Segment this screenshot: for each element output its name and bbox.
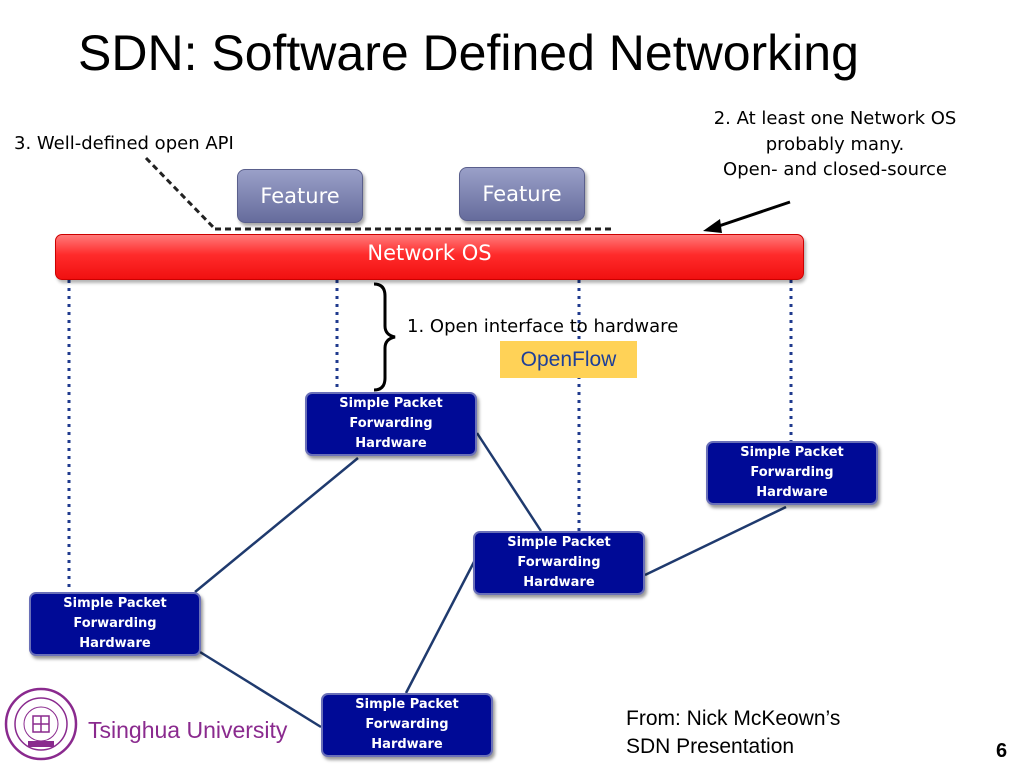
switch-label-line: Forwarding [73, 616, 157, 631]
network-os-annotation: 2. At least one Network OS probably many… [670, 106, 1000, 183]
api-pointer-line [144, 156, 217, 231]
switch-label-line: Simple Packet [339, 396, 443, 411]
switch-label-line: Forwarding [750, 465, 834, 480]
forwarding-hardware-node: Simple Packet Forwarding Hardware [706, 441, 878, 505]
feature-box: Feature [237, 169, 363, 223]
switch-label-line: Simple Packet [355, 697, 459, 712]
switch-label-line: Hardware [371, 737, 443, 752]
network-os-bar: Network OS [55, 234, 804, 280]
switch-label-line: Simple Packet [63, 596, 167, 611]
forwarding-hardware-node: Simple Packet Forwarding Hardware [473, 531, 645, 595]
network-os-annotation-line: Open- and closed-source [723, 159, 947, 181]
network-os-label: Network OS [367, 241, 492, 265]
switch-label-line: Hardware [79, 636, 151, 651]
forwarding-hardware-node: Simple Packet Forwarding Hardware [321, 693, 493, 757]
data-link [194, 457, 359, 593]
data-link [644, 505, 787, 577]
switch-label-line: Simple Packet [507, 535, 611, 550]
source-credit: From: Nick McKeown’s SDN Presentation [626, 705, 840, 761]
feature-box: Feature [459, 167, 585, 221]
api-annotation: 3. Well-defined open API [14, 133, 234, 154]
forwarding-hardware-node: Simple Packet Forwarding Hardware [305, 392, 477, 456]
source-credit-line: From: Nick McKeown’s [626, 707, 841, 730]
forwarding-hardware-node: Simple Packet Forwarding Hardware [29, 592, 201, 656]
switch-label-line: Forwarding [349, 416, 433, 431]
interface-brace [373, 282, 396, 392]
network-os-annotation-line: 2. At least one Network OS [713, 108, 957, 129]
university-name: Tsinghua University [88, 717, 288, 743]
network-os-annotation-line: probably many. [765, 133, 905, 155]
switch-label-line: Forwarding [517, 555, 601, 570]
nos-arrow-line [709, 200, 791, 231]
nos-arrow-head [703, 219, 722, 233]
openflow-badge: OpenFlow [500, 341, 637, 378]
switch-label-line: Hardware [756, 485, 828, 500]
data-link [199, 650, 322, 729]
switch-label-line: Hardware [523, 575, 595, 590]
data-link [404, 559, 477, 694]
slide-title: SDN: Software Defined Networking [78, 25, 859, 81]
switch-label-line: Simple Packet [740, 445, 844, 460]
slide-number: 6 [996, 740, 1008, 762]
switch-label-line: Forwarding [365, 717, 449, 732]
source-credit-line: SDN Presentation [626, 735, 795, 758]
university-seal-logo [4, 687, 78, 761]
data-link [475, 432, 543, 532]
interface-annotation: 1. Open interface to hardware [407, 316, 679, 337]
switch-label-line: Hardware [355, 436, 427, 451]
